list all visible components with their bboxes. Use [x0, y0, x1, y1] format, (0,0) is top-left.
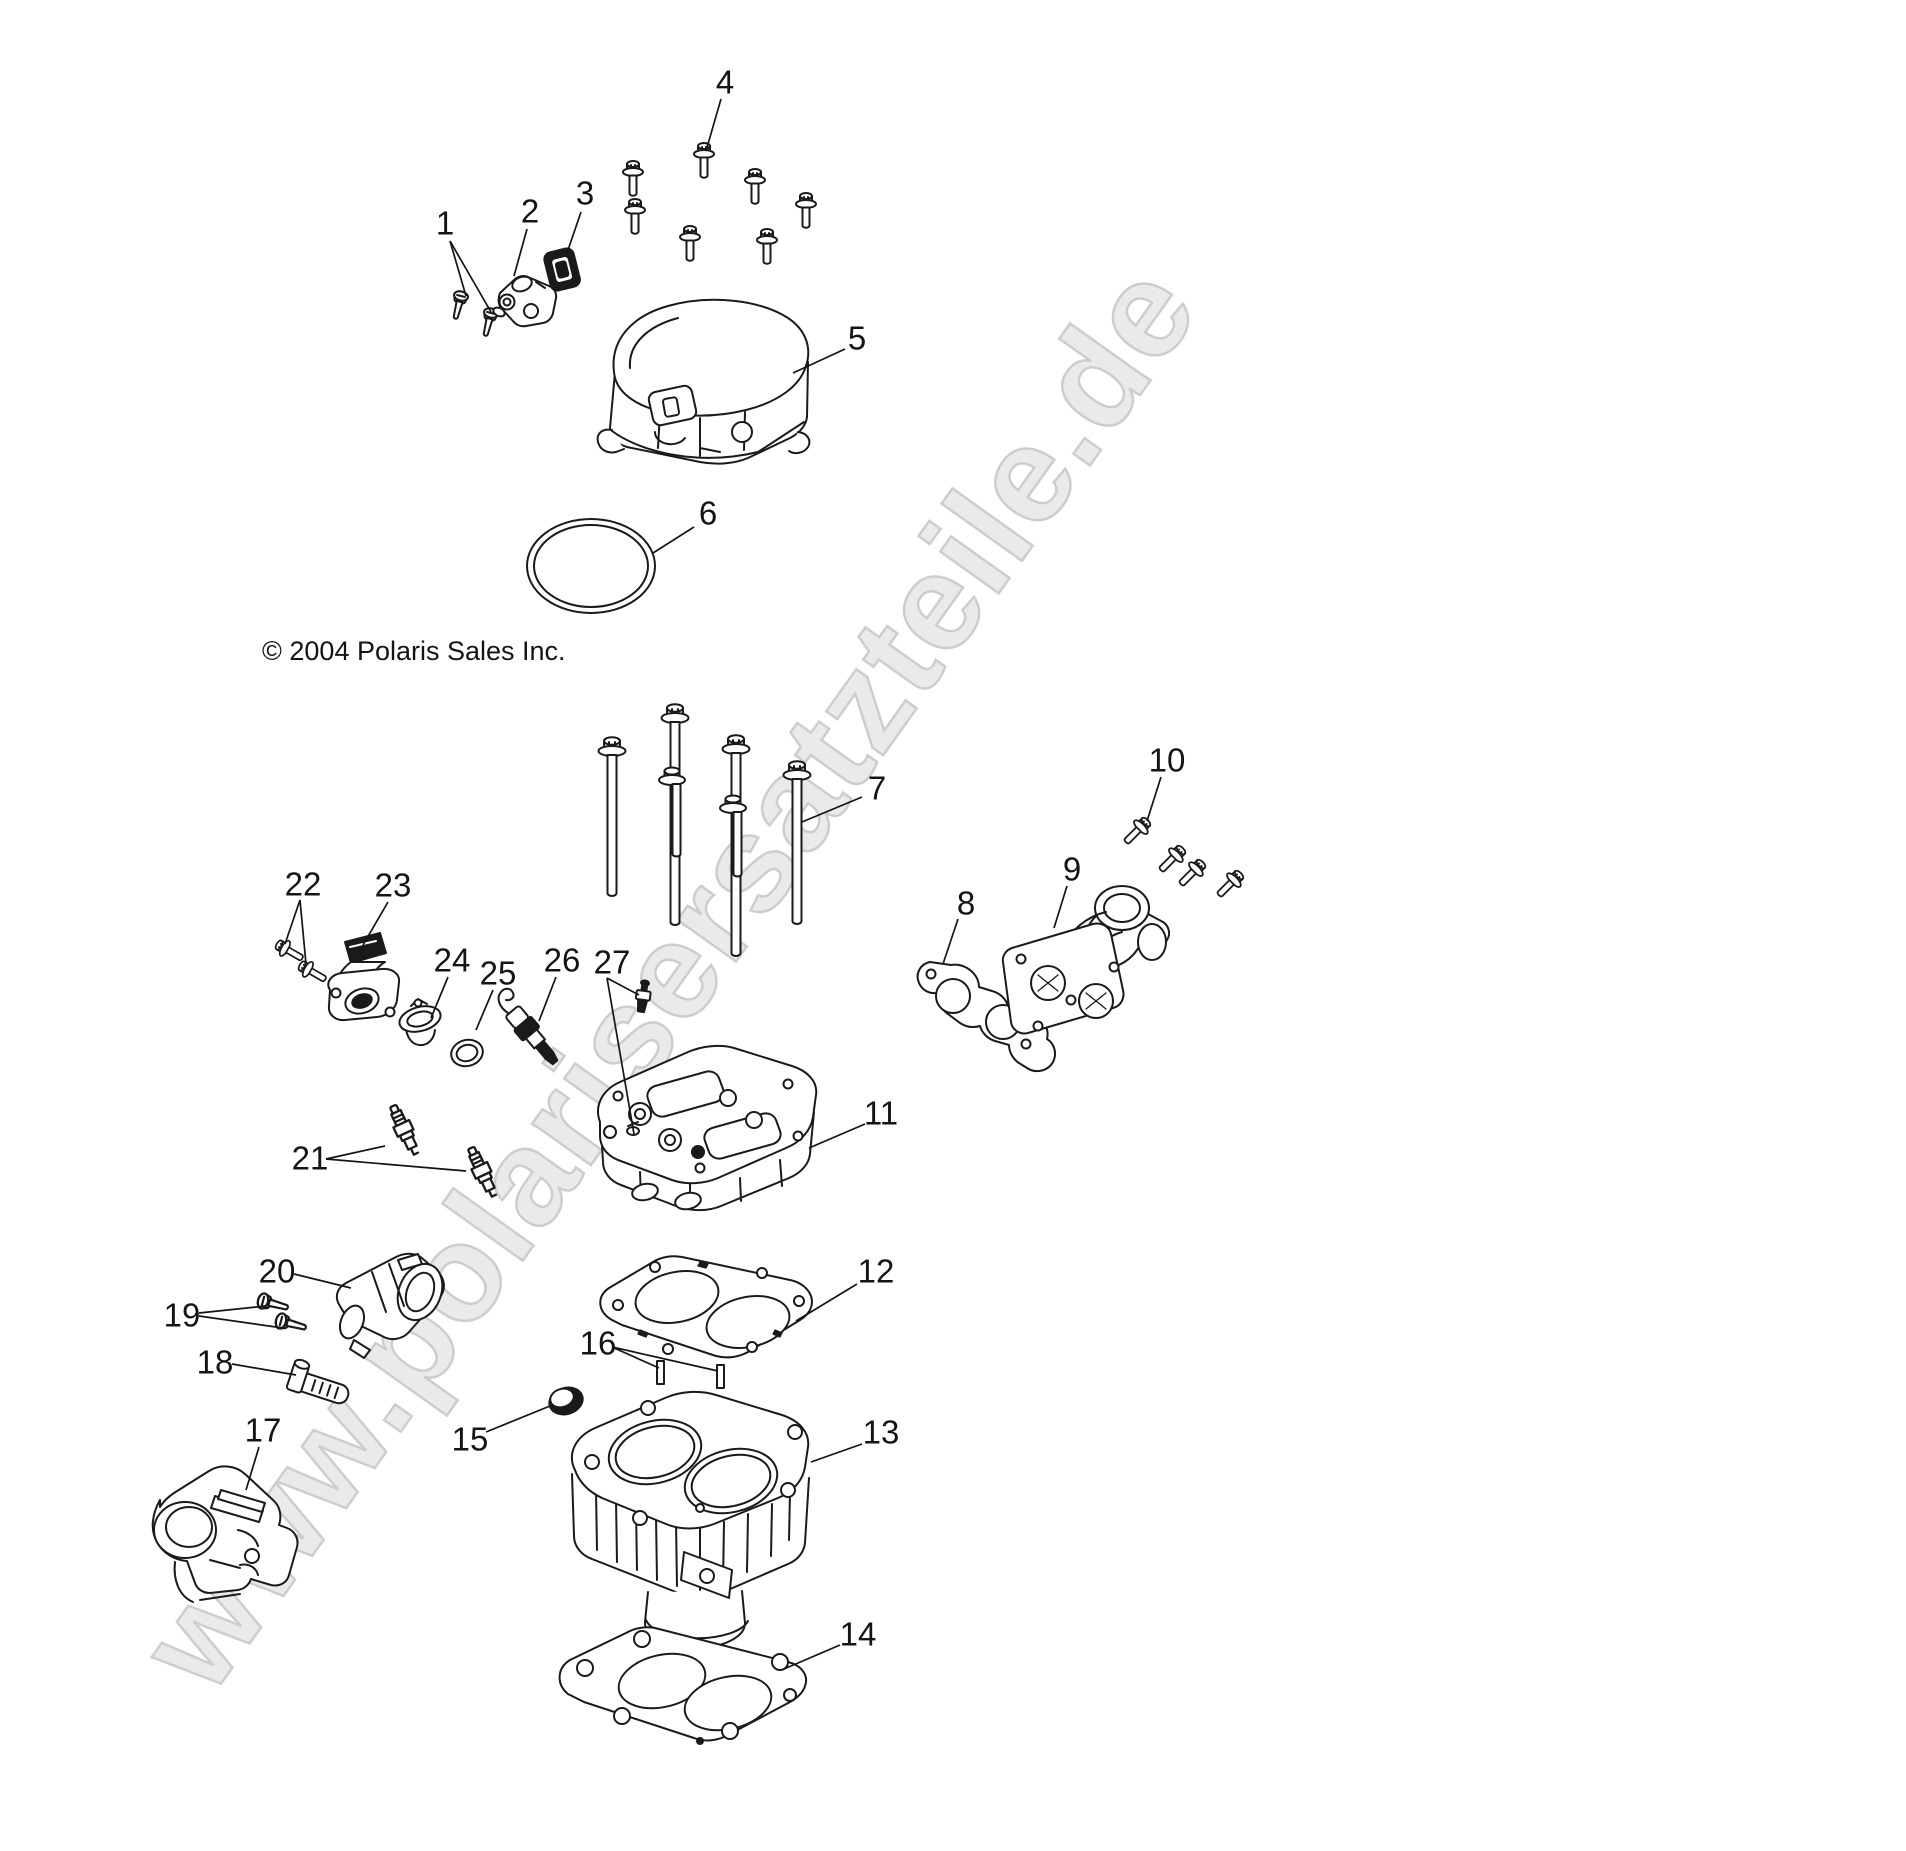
callout-8: 8 — [957, 885, 975, 922]
callout-22: 22 — [285, 866, 322, 903]
callout-9: 9 — [1063, 851, 1081, 888]
leader-line-23 — [362, 901, 389, 946]
callout-6: 6 — [699, 495, 717, 532]
callout-14: 14 — [840, 1616, 877, 1653]
leader-line-25 — [475, 989, 494, 1031]
thermostat-drawing — [398, 998, 442, 1047]
copyright-text: © 2004 Polaris Sales Inc. — [262, 636, 566, 666]
housing-bolts-drawing — [271, 935, 331, 988]
callout-19: 19 — [164, 1297, 201, 1334]
leader-line-16 — [611, 1346, 660, 1369]
leader-line-1 — [449, 240, 492, 313]
callout-26: 26 — [544, 942, 581, 979]
callout-23: 23 — [375, 867, 412, 904]
line-art-layer — [151, 142, 1249, 1745]
callout-5: 5 — [848, 320, 866, 357]
leader-line-5 — [792, 348, 846, 374]
breather-valve-drawing — [492, 275, 558, 328]
callout-17: 17 — [245, 1412, 282, 1449]
leader-line-3 — [566, 211, 582, 254]
leader-line-11 — [808, 1123, 866, 1149]
leader-line-27 — [606, 977, 635, 1135]
leader-line-14 — [783, 1644, 841, 1670]
base-gasket-drawing — [558, 1626, 808, 1745]
leader-line-4 — [705, 98, 722, 152]
leader-line-1 — [449, 240, 467, 297]
thermostat-housing-drawing — [327, 932, 401, 1022]
callout-3: 3 — [576, 175, 594, 212]
leader-line-22 — [284, 899, 301, 945]
callout-24: 24 — [434, 942, 471, 979]
leader-line-22 — [299, 899, 307, 965]
exhaust-adapter-drawing — [1001, 885, 1171, 1035]
thermostat-oring-drawing — [450, 1038, 484, 1068]
callout-1: 1 — [436, 205, 454, 242]
cylinder-drawing — [570, 1390, 810, 1649]
leader-line-24 — [430, 976, 449, 1019]
throttle-body-drawing — [151, 1465, 299, 1603]
callout-10: 10 — [1149, 742, 1186, 779]
callout-4: 4 — [716, 64, 734, 101]
temp-sensor-drawing — [497, 987, 559, 1066]
callout-18: 18 — [197, 1344, 234, 1381]
callout-20: 20 — [259, 1253, 296, 1290]
cover-screws-drawing — [447, 288, 500, 339]
head-bolts-drawing — [597, 703, 812, 957]
exhaust-gasket-drawing — [916, 961, 1056, 1073]
callout-15: 15 — [452, 1421, 489, 1458]
callout-11: 11 — [864, 1095, 898, 1132]
hose-clamp-drawing — [285, 1358, 350, 1405]
leader-line-2 — [513, 228, 528, 277]
leader-line-20 — [293, 1273, 352, 1289]
callout-16: 16 — [580, 1325, 617, 1362]
cup-plug-drawing — [548, 1386, 584, 1416]
callout-27: 27 — [594, 944, 631, 981]
leader-line-18 — [231, 1363, 297, 1376]
head-gasket-drawing — [599, 1255, 813, 1359]
leader-line-16 — [611, 1346, 719, 1372]
leader-line-21 — [325, 1158, 467, 1172]
adapter-bolts-drawing — [1118, 812, 1249, 903]
intake-boot-drawing — [335, 1252, 445, 1359]
leader-line-21 — [325, 1145, 386, 1160]
grommet-drawing — [543, 247, 581, 292]
cover-bolts-drawing — [622, 142, 817, 265]
leader-line-19 — [198, 1305, 267, 1314]
leader-line-13 — [810, 1443, 863, 1463]
cover-oring-drawing — [526, 518, 656, 614]
leader-line-19 — [198, 1315, 284, 1329]
leader-line-27 — [606, 977, 640, 996]
leader-line-12 — [795, 1283, 858, 1322]
valve-cover-drawing — [596, 298, 811, 465]
cylinder-head-drawing — [597, 1044, 818, 1212]
leader-line-7 — [801, 796, 863, 823]
leader-line-6 — [652, 526, 695, 554]
dowel-pins-drawing — [656, 1360, 725, 1389]
callout-25: 25 — [480, 955, 517, 992]
leader-line-26 — [538, 976, 557, 1022]
leader-line-15 — [485, 1405, 551, 1433]
leader-line-17 — [245, 1446, 260, 1491]
leader-line-8 — [942, 918, 959, 965]
callout-7: 7 — [868, 770, 886, 807]
leader-line-10 — [1146, 776, 1162, 822]
callout-21: 21 — [292, 1140, 329, 1177]
callout-13: 13 — [863, 1414, 900, 1451]
callout-12: 12 — [858, 1253, 895, 1290]
callout-2: 2 — [521, 193, 539, 230]
leader-line-9 — [1053, 885, 1068, 929]
